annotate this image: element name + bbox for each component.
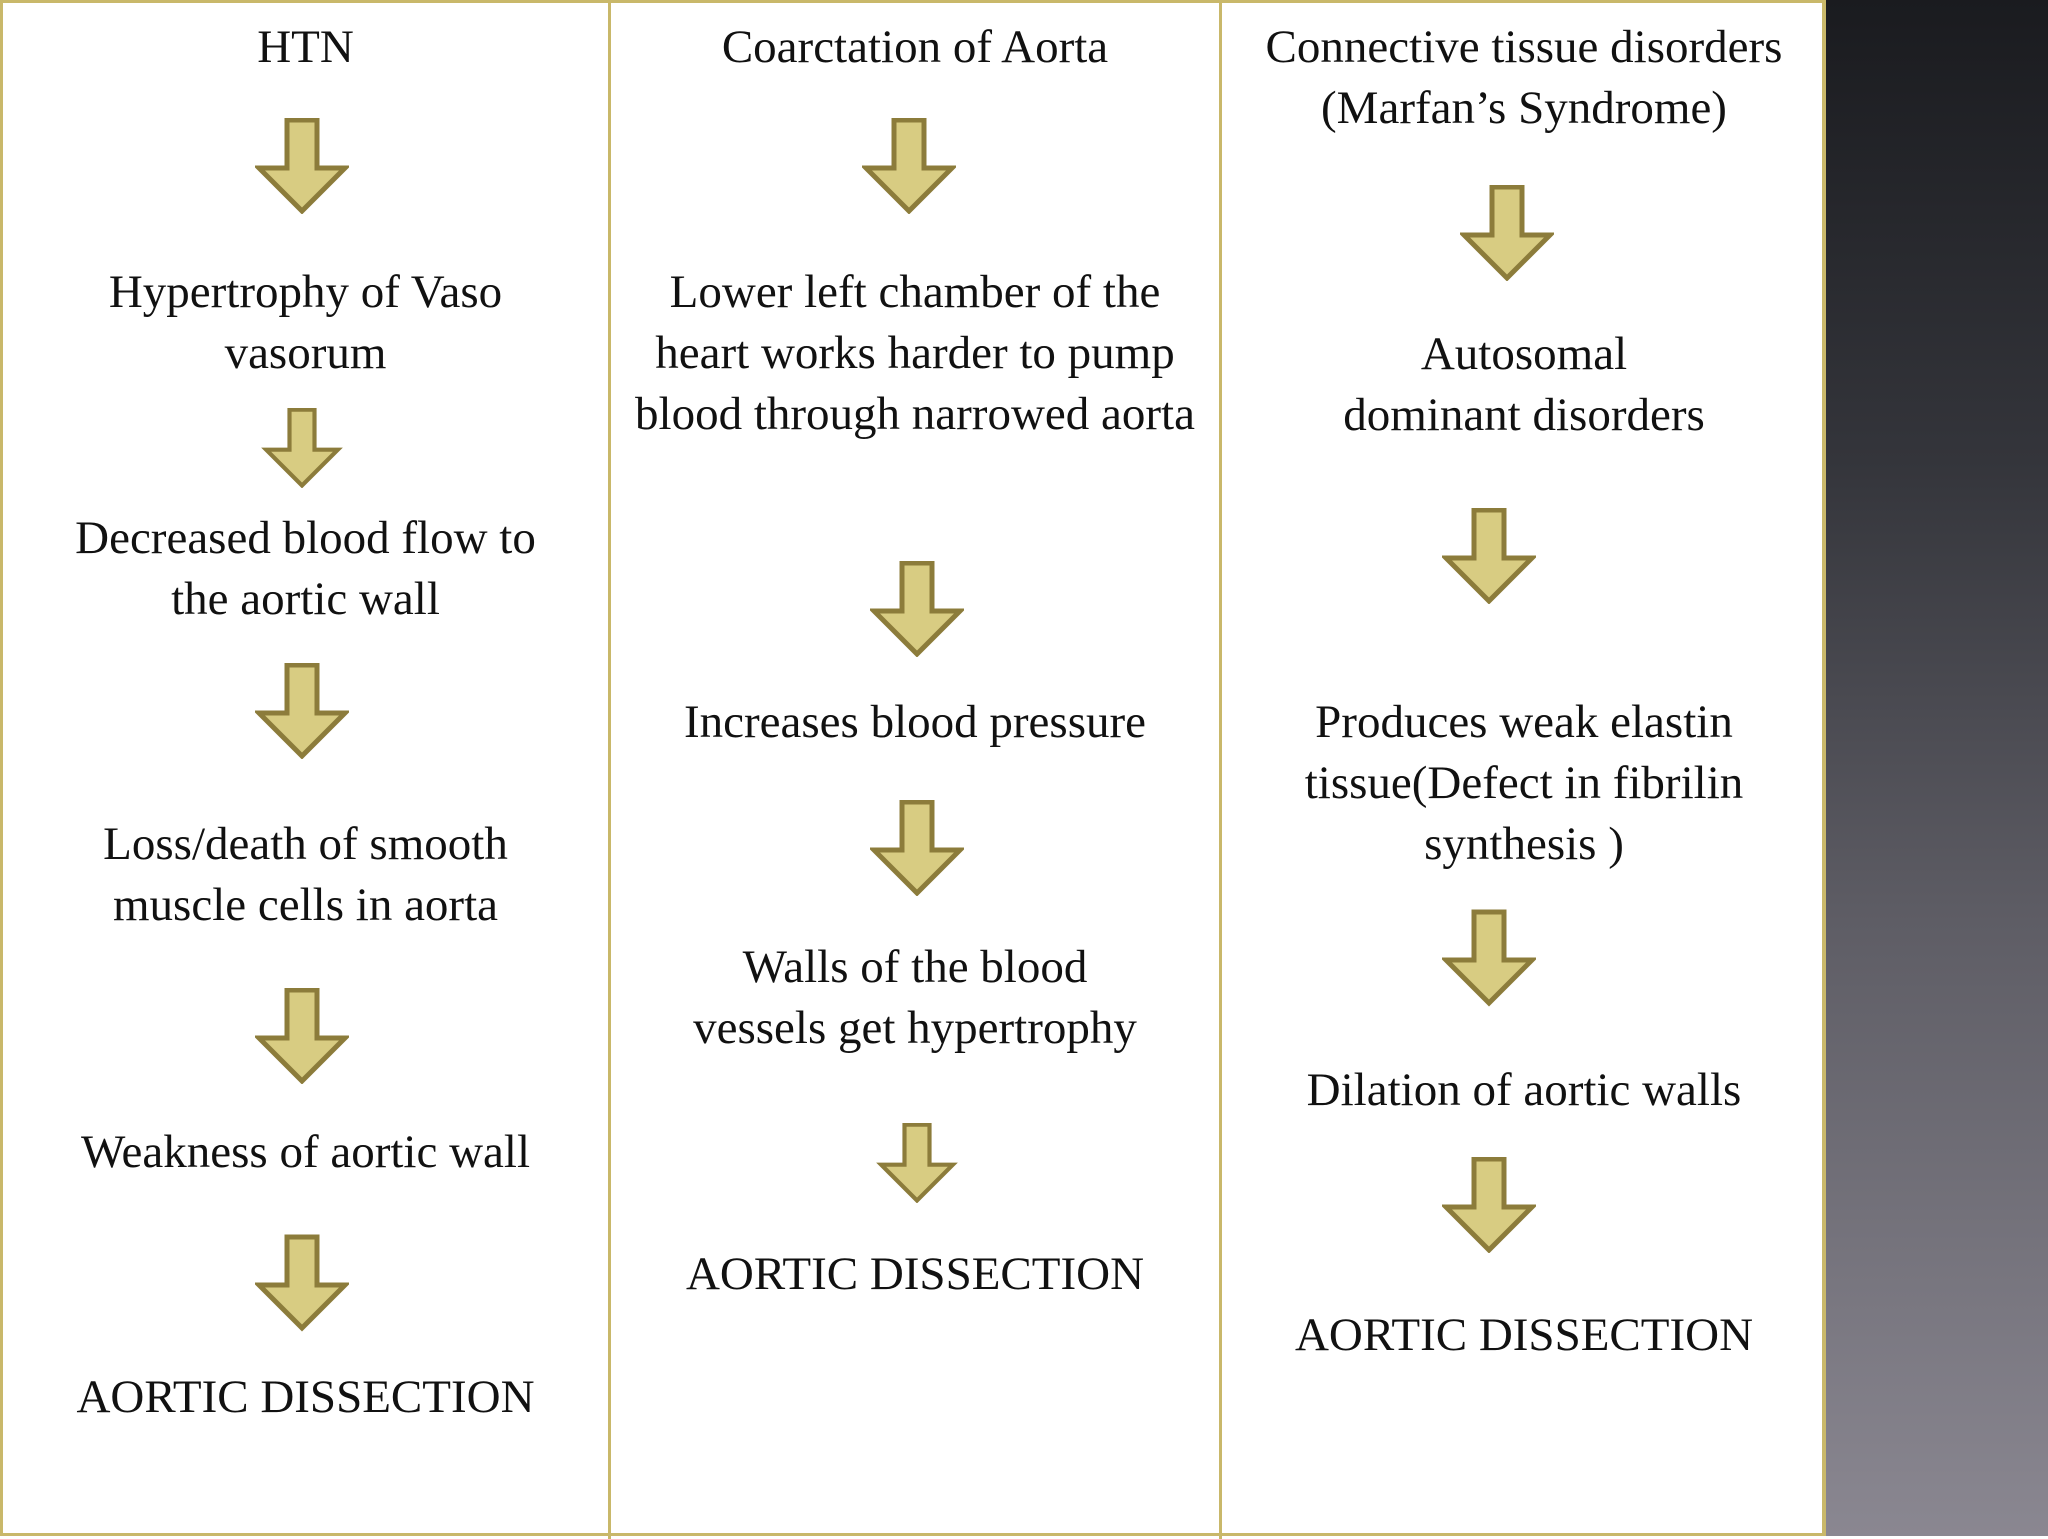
flow-step: Walls of the blood vessels get hypertrop… [693, 941, 1137, 1054]
slide-background-gradient [1826, 0, 2048, 1536]
column-heading: HTN [257, 21, 354, 73]
arrow-down-icon [255, 1234, 349, 1332]
flow-step: Lower left chamber of the heart works ha… [635, 266, 1195, 440]
column-connective-tissue: Connective tissue disorders (Marfan’s Sy… [1222, 3, 1826, 1539]
arrow-down-icon [870, 800, 964, 896]
column-heading: Coarctation of Aorta [721, 21, 1109, 73]
arrow-down-icon [1442, 508, 1536, 604]
arrow-down-icon [261, 408, 343, 488]
arrow-down-icon [870, 561, 964, 657]
arrow-down-icon [1460, 185, 1554, 281]
flow-step: Produces weak elastin tissue(Defect in f… [1304, 696, 1744, 870]
flow-step: Dilation of aortic walls [1306, 1064, 1742, 1116]
column-coarctation: Coarctation of Aorta Lower left chamber … [611, 3, 1219, 1539]
column-htn: HTN Hypertrophy of Vaso vasorum Decrease… [3, 3, 608, 1539]
arrow-down-icon [1442, 1157, 1536, 1253]
flow-step-outcome: AORTIC DISSECTION [685, 1248, 1145, 1300]
flow-step-outcome: AORTIC DISSECTION [76, 1371, 535, 1423]
arrow-down-icon [862, 118, 956, 214]
column-divider [1219, 3, 1222, 1539]
arrow-down-icon [876, 1123, 958, 1203]
arrow-down-icon [255, 988, 349, 1084]
arrow-down-icon [255, 118, 349, 214]
arrow-down-icon [1442, 909, 1536, 1007]
column-heading: Connective tissue disorders (Marfan’s Sy… [1265, 21, 1783, 134]
flow-table: HTN Hypertrophy of Vaso vasorum Decrease… [0, 0, 1826, 1539]
flow-step-outcome: AORTIC DISSECTION [1294, 1309, 1754, 1361]
column-divider [608, 3, 611, 1539]
flow-step: Loss/death of smooth muscle cells in aor… [103, 818, 508, 931]
flow-step: Autosomal dominant disorders [1343, 328, 1705, 441]
flow-step: Increases blood pressure [684, 696, 1146, 748]
flow-step: Weakness of aortic wall [80, 1126, 531, 1178]
flow-step: Decreased blood flow to the aortic wall [75, 512, 536, 625]
flow-step: Hypertrophy of Vaso vasorum [108, 266, 503, 379]
arrow-down-icon [255, 663, 349, 759]
